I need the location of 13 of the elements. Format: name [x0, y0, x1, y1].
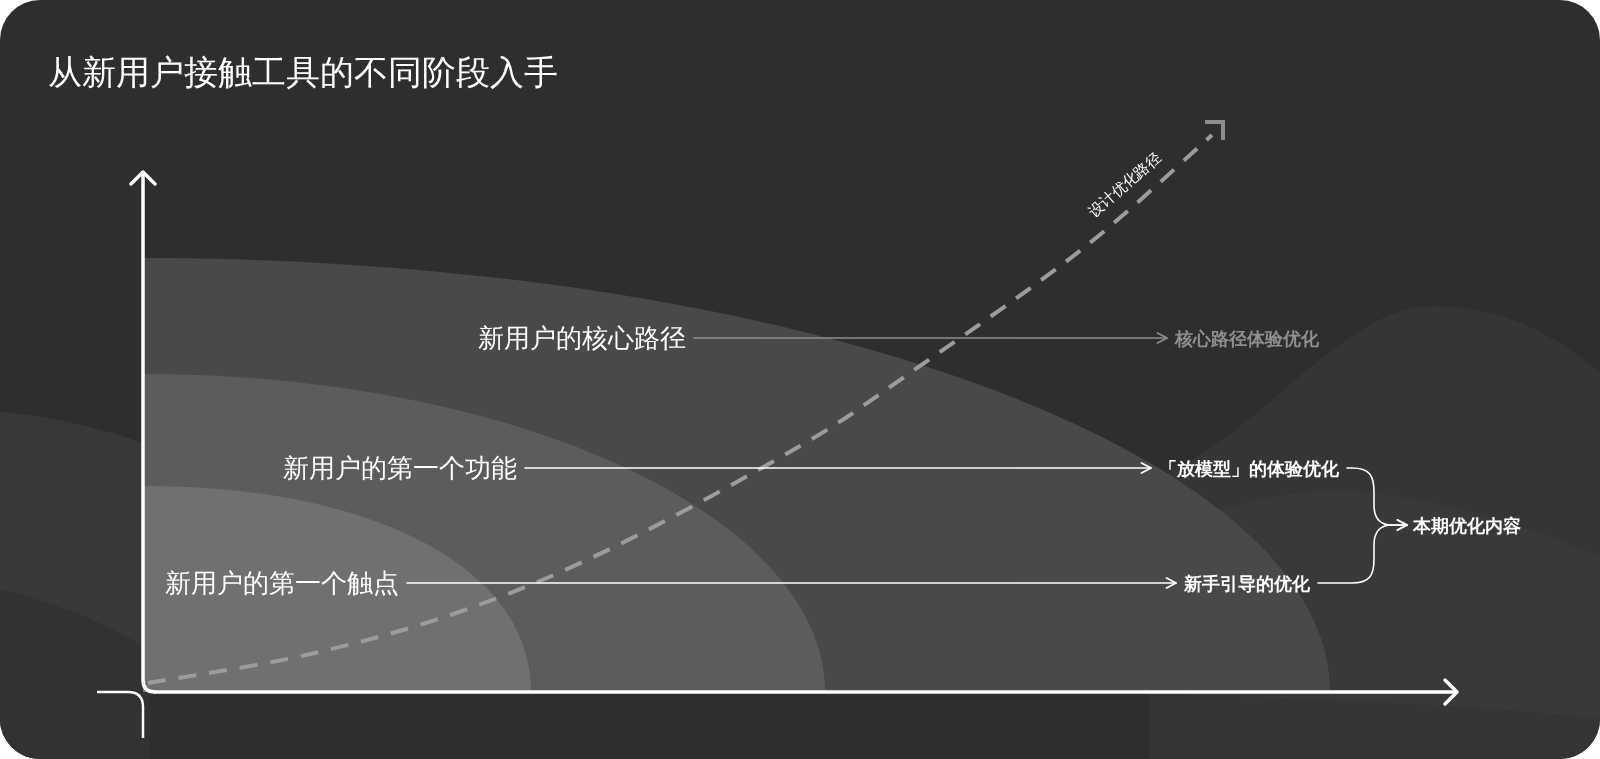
summary-label: 本期优化内容 — [1413, 513, 1521, 537]
stage-label: 新用户的第一个功能 — [283, 451, 517, 485]
optimization-label: 新手引导的优化 — [1184, 571, 1310, 595]
title: 从新用户接触工具的不同阶段入手 — [48, 51, 558, 94]
arrow — [693, 332, 1168, 344]
stage-label: 新用户的第一个触点 — [165, 566, 399, 600]
optimization-label: 核心路径体验优化 — [1175, 326, 1319, 350]
optimization-label: 「放模型」的体验优化 — [1159, 456, 1339, 480]
stage-label: 新用户的核心路径 — [478, 321, 686, 355]
arrow — [524, 462, 1152, 474]
brace-connector — [1317, 519, 1408, 584]
arrow — [406, 577, 1177, 589]
path-label: 设计优化路径 — [1084, 148, 1166, 222]
